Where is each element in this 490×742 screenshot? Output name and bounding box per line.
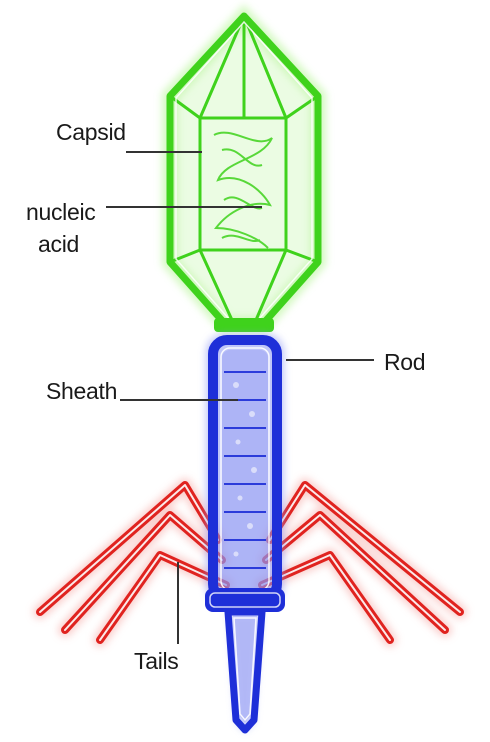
sheath <box>205 334 285 732</box>
sheath-label: Sheath <box>46 378 117 405</box>
rod-label: Rod <box>384 349 425 376</box>
nucleic-acid-label-line-2: acid <box>38 231 79 258</box>
capsid <box>170 16 318 332</box>
capsid-label: Capsid <box>56 119 126 146</box>
nucleic-acid-label-line-1: nucleic <box>26 199 96 226</box>
tails-label: Tails <box>134 648 179 675</box>
